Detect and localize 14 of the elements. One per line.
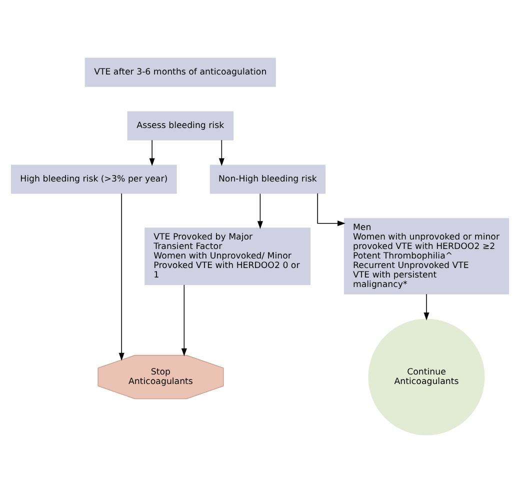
node-circle: Continue Anticoagulants — [368, 318, 485, 435]
arrow — [118, 192, 124, 360]
node-box: VTE Provoked by Major Transient Factor Women with Unprovoked/ Minor Provoked VTE with HERDOO2 0 or 1 — [144, 227, 311, 284]
node-box: Non-High bleeding risk — [210, 164, 326, 194]
arrow — [218, 139, 224, 166]
arrow — [257, 192, 263, 228]
arrow — [317, 192, 346, 226]
node-box: Men Women with unprovoked or minor provoked VTE with HERDOO2 ≥2 Potent Thrombophilia^ Recurrent Unprovoked VTE VTE with persistent malignancy* — [344, 218, 510, 294]
arrow — [181, 284, 187, 356]
node-box: Assess bleeding risk — [127, 110, 234, 140]
arrow — [149, 139, 155, 166]
node-box: High bleeding risk (>3% per year) — [10, 164, 177, 194]
arrow — [424, 293, 430, 320]
node-box: VTE after 3-6 months of anticoagulation — [84, 57, 276, 86]
